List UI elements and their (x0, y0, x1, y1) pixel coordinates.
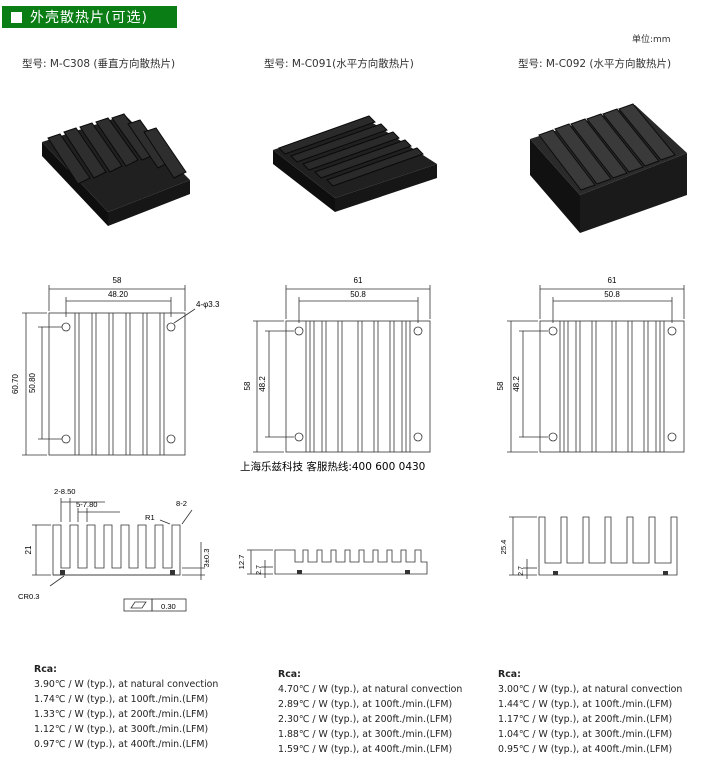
profile-drawing-c092: 25.4 2.7 (499, 516, 678, 579)
dim-fin: 5-7.80 (76, 500, 98, 509)
dim-base: 2.7 (518, 566, 525, 576)
dim-pitch: 2-8.50 (54, 487, 76, 496)
dim-profile-height: 12.7 (237, 555, 246, 570)
dim-hole-span: 50.8 (350, 290, 366, 299)
rca-line: 4.70℃ / W (typ.), at natural convection (278, 684, 463, 695)
dim-profile-height: 25.4 (499, 540, 508, 555)
heatsink-photo-c092 (530, 103, 687, 233)
dim-height: 58 (243, 381, 252, 390)
heatsink-photo-c308 (42, 113, 190, 226)
heatsink-photo-c091 (273, 115, 437, 212)
model-label-c091: 型号: M-C091(水平方向散热片) (264, 58, 414, 70)
section-header: 外壳散热片(可选) (2, 6, 177, 28)
model-label-c092: 型号: M-C092 (水平方向散热片) (518, 58, 672, 70)
rca-specs-c308: Rca: 3.90℃ / W (typ.), at natural convec… (34, 662, 218, 752)
dim-hole-vspan: 48.2 (512, 376, 521, 392)
square-bullet-icon (11, 11, 22, 23)
rca-line: 2.89℃ / W (typ.), at 100ft./min.(LFM) (278, 699, 453, 710)
rca-specs-c091: Rca: 4.70℃ / W (typ.), at natural convec… (278, 667, 462, 757)
rca-title: Rca: (34, 664, 57, 675)
profile-drawing-c308: 2-8.50 5-7.80 R1 8-2 21 3±0.3 CR0.3 0.30 (18, 487, 211, 612)
dim-width: 58 (113, 276, 122, 285)
rca-line: 3.90℃ / W (typ.), at natural convection (34, 679, 219, 690)
dim-height: 58 (496, 381, 505, 390)
top-view-drawing-c091: 61 50.8 58 48.2 (243, 276, 431, 453)
rca-title: Rca: (498, 669, 521, 680)
flatness-value: 0.30 (161, 602, 176, 611)
rca-line: 1.74℃ / W (typ.), at 100ft./min.(LFM) (34, 694, 209, 705)
dim-hole-span: 50.8 (604, 290, 620, 299)
top-view-drawing-c308: 58 48.20 4-φ3.3 60.70 50.80 (11, 276, 220, 456)
dim-radius: R1 (145, 513, 155, 522)
unit-label: 单位:mm (632, 35, 671, 45)
dim-base: 2.7 (256, 565, 263, 575)
model-label-c308: 型号: M-C308 (垂直方向散热片) (22, 58, 176, 70)
dim-chamfer: CR0.3 (18, 592, 40, 601)
rca-line: 0.95℃ / W (typ.), at 400ft./min.(LFM) (498, 744, 673, 755)
dim-hole-vspan: 48.2 (258, 376, 267, 392)
contact-hotline: 上海乐兹科技 客服热线:400 600 0430 (240, 461, 426, 473)
profile-drawing-c091: 12.7 2.7 (237, 549, 428, 578)
rca-line: 3.00℃ / W (typ.), at natural convection (498, 684, 683, 695)
dim-hole-vspan: 50.80 (28, 372, 37, 393)
dim-hole: 4-φ3.3 (196, 300, 220, 309)
dim-profile-height: 21 (24, 545, 33, 554)
rca-line: 1.17℃ / W (typ.), at 200ft./min.(LFM) (498, 714, 673, 725)
rca-line: 1.12℃ / W (typ.), at 300ft./min.(LFM) (34, 724, 209, 735)
rca-title: Rca: (278, 669, 301, 680)
rca-specs-c092: Rca: 3.00℃ / W (typ.), at natural convec… (498, 667, 682, 757)
rca-line: 2.30℃ / W (typ.), at 200ft./min.(LFM) (278, 714, 453, 725)
dim-hole-span: 48.20 (108, 290, 129, 299)
rca-line: 1.44℃ / W (typ.), at 100ft./min.(LFM) (498, 699, 673, 710)
rca-line: 1.04℃ / W (typ.), at 300ft./min.(LFM) (498, 729, 673, 740)
top-view-drawing-c092: 61 50.8 58 48.2 (496, 276, 685, 453)
rca-line: 1.33℃ / W (typ.), at 200ft./min.(LFM) (34, 709, 209, 720)
section-title: 外壳散热片(可选) (30, 10, 148, 26)
rca-line: 1.59℃ / W (typ.), at 400ft./min.(LFM) (278, 744, 453, 755)
dim-width: 61 (354, 276, 363, 285)
rca-line: 1.88℃ / W (typ.), at 300ft./min.(LFM) (278, 729, 453, 740)
dim-base: 3±0.3 (202, 549, 211, 568)
dim-width: 61 (608, 276, 617, 285)
dim-height: 60.70 (11, 373, 20, 394)
rca-line: 0.97℃ / W (typ.), at 400ft./min.(LFM) (34, 739, 209, 750)
dim-slot: 8-2 (176, 499, 187, 508)
